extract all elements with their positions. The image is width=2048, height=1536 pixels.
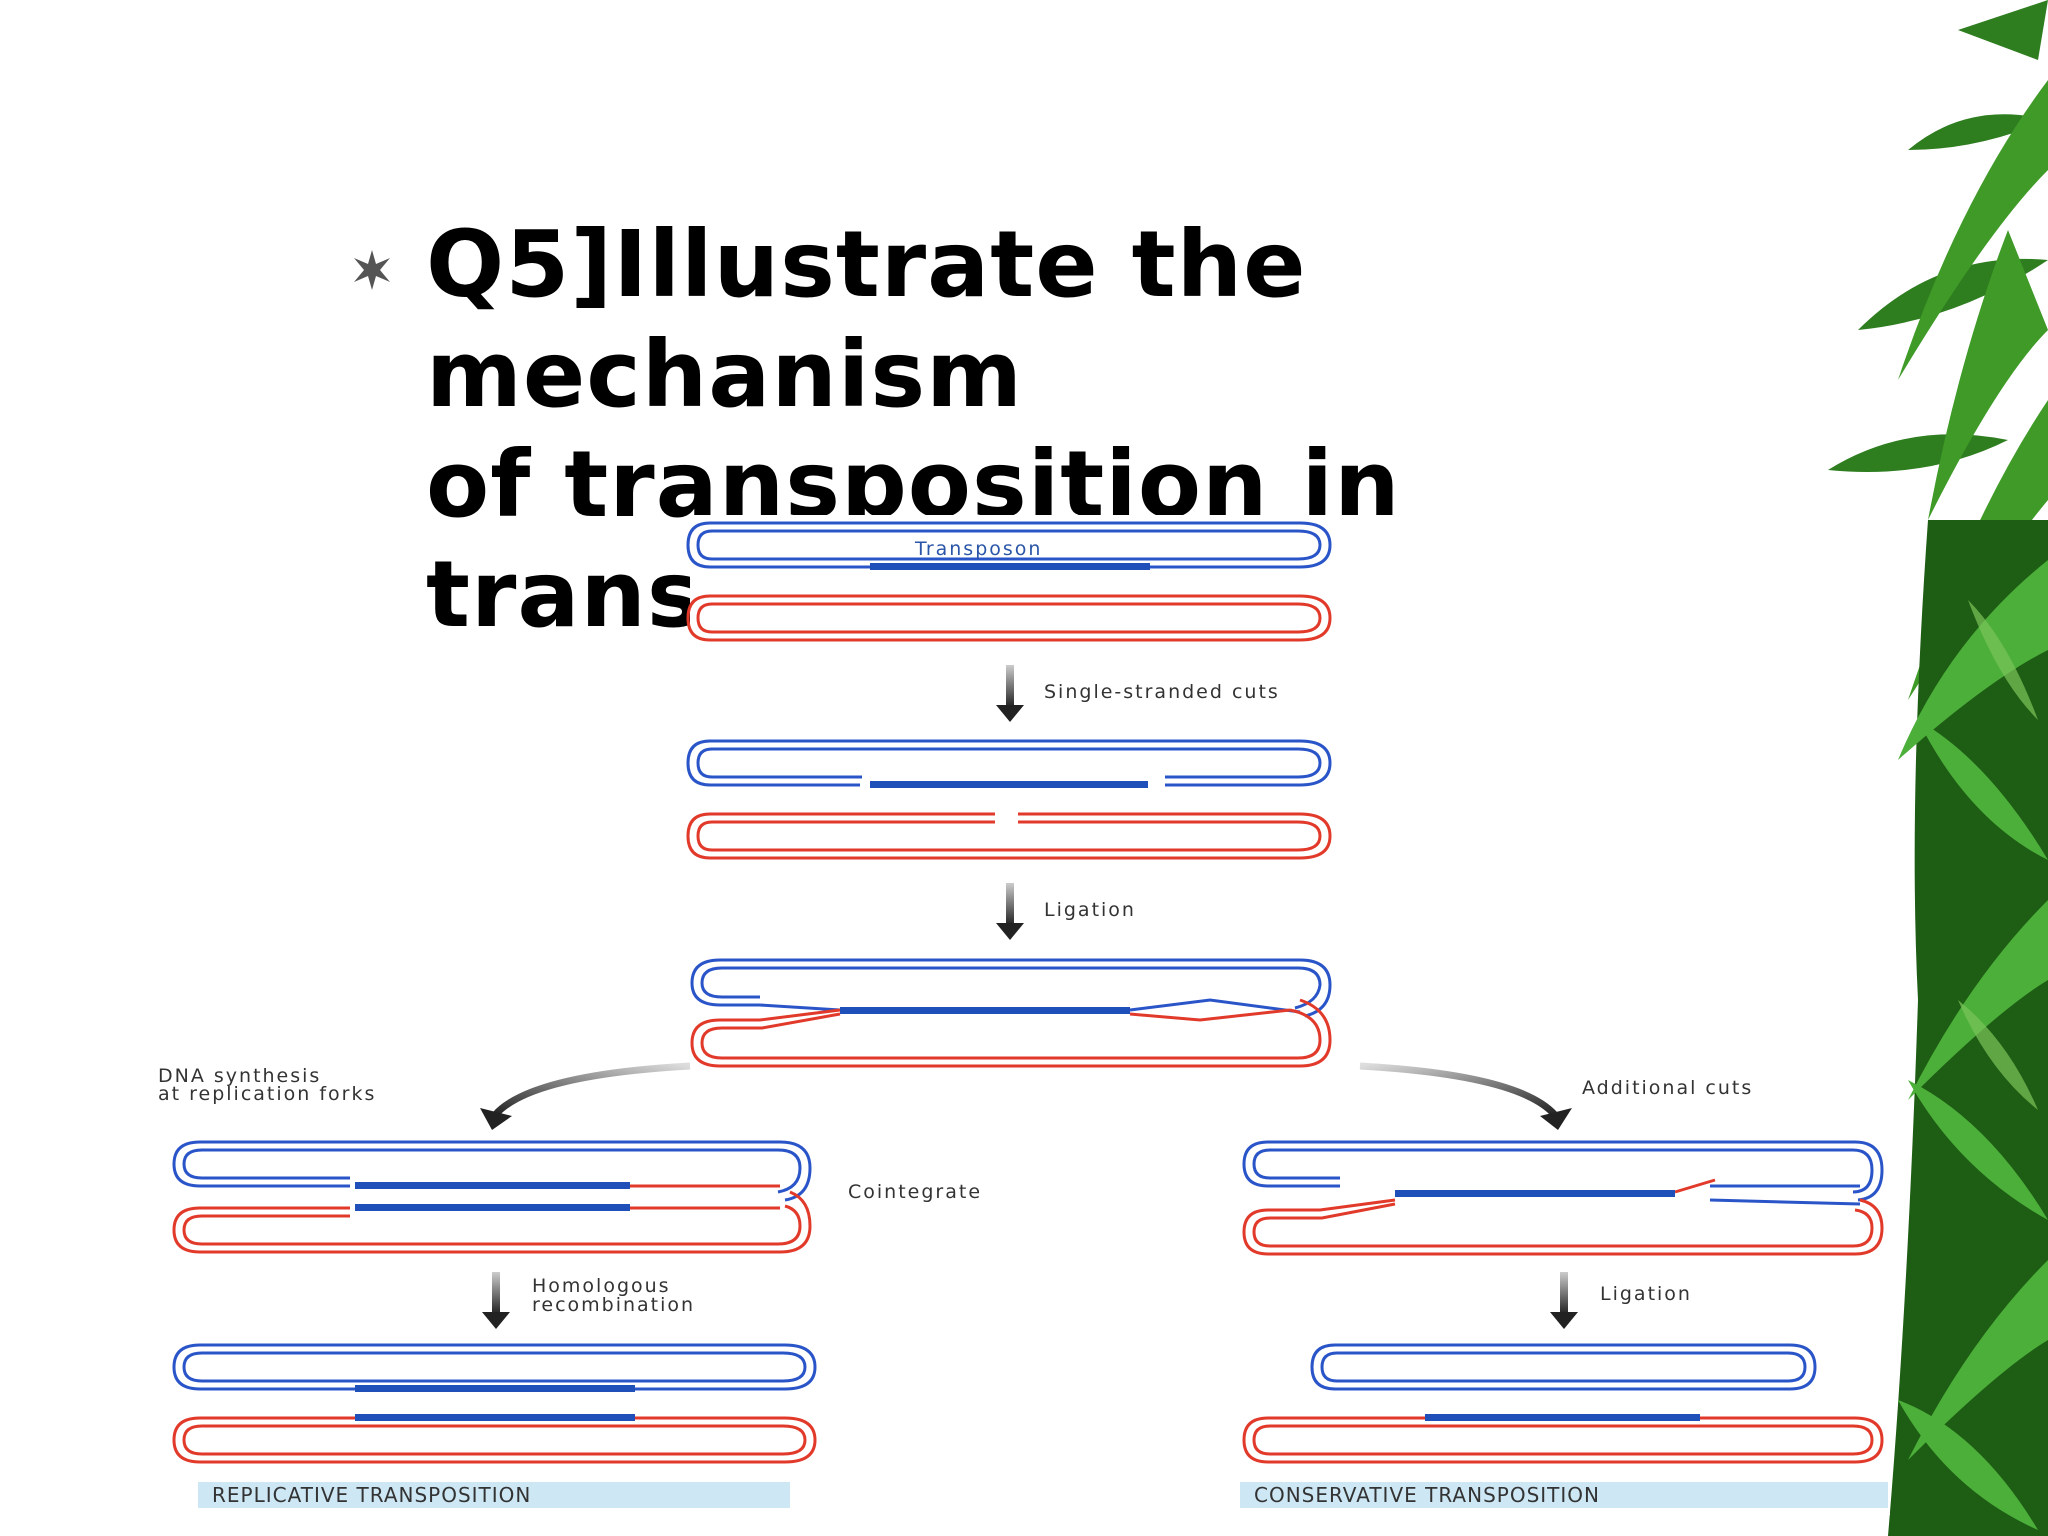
down-arrow-right [1550,1272,1578,1329]
dna-synthesis-label-2: at replication forks [158,1083,376,1105]
ligation-label-top: Ligation [1044,899,1136,921]
cointegrate-label: Cointegrate [848,1181,982,1203]
down-arrow-left [482,1272,510,1329]
down-arrow-1 [996,665,1024,722]
homologous-label-2: recombination [532,1294,695,1316]
branch-arrow-right [1359,1062,1572,1130]
title-line-1: Q5]Illustrate the mechanism [426,211,1307,428]
conservative-product-target [1242,1416,1884,1464]
cointegrate-transposon-2 [355,1204,630,1211]
transposon-segment-2 [870,781,1148,788]
down-arrow-2 [996,883,1024,940]
branch-arrow-left [480,1062,691,1130]
donor-plasmid-2 [686,739,1332,787]
replicative-label: REPLICATIVE TRANSPOSITION [212,1483,531,1507]
target-plasmid-1 [686,594,1332,642]
transposon-label: Transposon [914,538,1042,560]
conservative-transposon-target [1425,1414,1700,1421]
cut-intermediate [1242,1140,1884,1256]
donor-plasmid-1 [686,521,1332,569]
target-plasmid-2 [686,812,1332,860]
star-burst-bullet-icon [354,250,390,290]
replicative-transposon-donor [355,1385,635,1392]
conservative-product-donor [1310,1343,1817,1391]
cointegrate [172,1140,812,1254]
conservative-caption: CONSERVATIVE TRANSPOSITION [1240,1482,1888,1508]
replicative-product-donor [172,1343,817,1391]
transposon-segment-1 [870,563,1150,570]
additional-cuts-label: Additional cuts [1582,1077,1753,1099]
replicative-product-target [172,1416,817,1464]
replicative-transposon-target [355,1414,635,1421]
conservative-label: CONSERVATIVE TRANSPOSITION [1254,1483,1600,1507]
transposon-segment-3 [840,1007,1130,1014]
replicative-caption: REPLICATIVE TRANSPOSITION [198,1482,790,1508]
single-stranded-cuts-label: Single-stranded cuts [1044,681,1280,703]
dna-synthesis-label-1: DNA synthesis [158,1065,321,1087]
ligation-label-right: Ligation [1600,1283,1692,1305]
homologous-label-1: Homologous [532,1275,671,1297]
ligated-intermediate [690,958,1332,1068]
cut-intermediate-transposon [1395,1190,1675,1197]
cointegrate-transposon-1 [355,1182,630,1189]
